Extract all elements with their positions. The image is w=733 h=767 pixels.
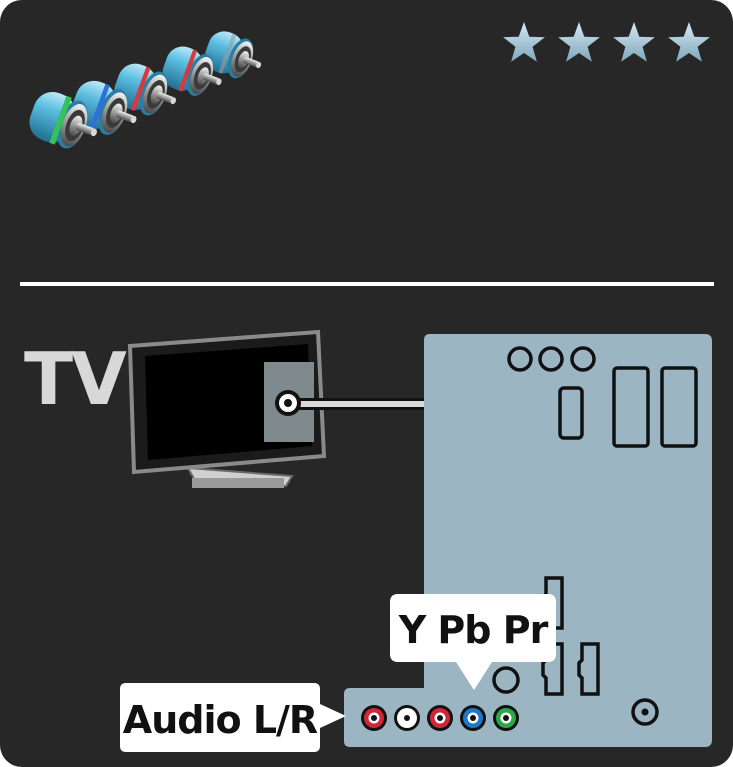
difficulty-rating — [503, 22, 710, 62]
star-icon — [558, 22, 600, 62]
tv-back-panel — [344, 334, 712, 747]
pb-jack — [460, 705, 486, 731]
component-cable-icon — [24, 26, 268, 157]
star-icon — [613, 22, 655, 62]
component-video-callout: Y Pb Pr — [390, 594, 556, 690]
star-icon — [668, 22, 710, 62]
audio-callout: Audio L/R — [120, 683, 346, 752]
divider-line — [20, 282, 714, 286]
component-video-label: Y Pb Pr — [398, 608, 549, 652]
y-jack — [493, 705, 519, 731]
tv-icon — [127, 329, 424, 488]
tv-label: TV — [24, 337, 127, 421]
audio-left-jack — [361, 705, 387, 731]
rca-jacks — [361, 705, 519, 731]
audio-label: Audio L/R — [123, 698, 318, 742]
audio-right-jack — [394, 705, 420, 731]
star-icon — [503, 22, 545, 62]
pr-jack — [427, 705, 453, 731]
